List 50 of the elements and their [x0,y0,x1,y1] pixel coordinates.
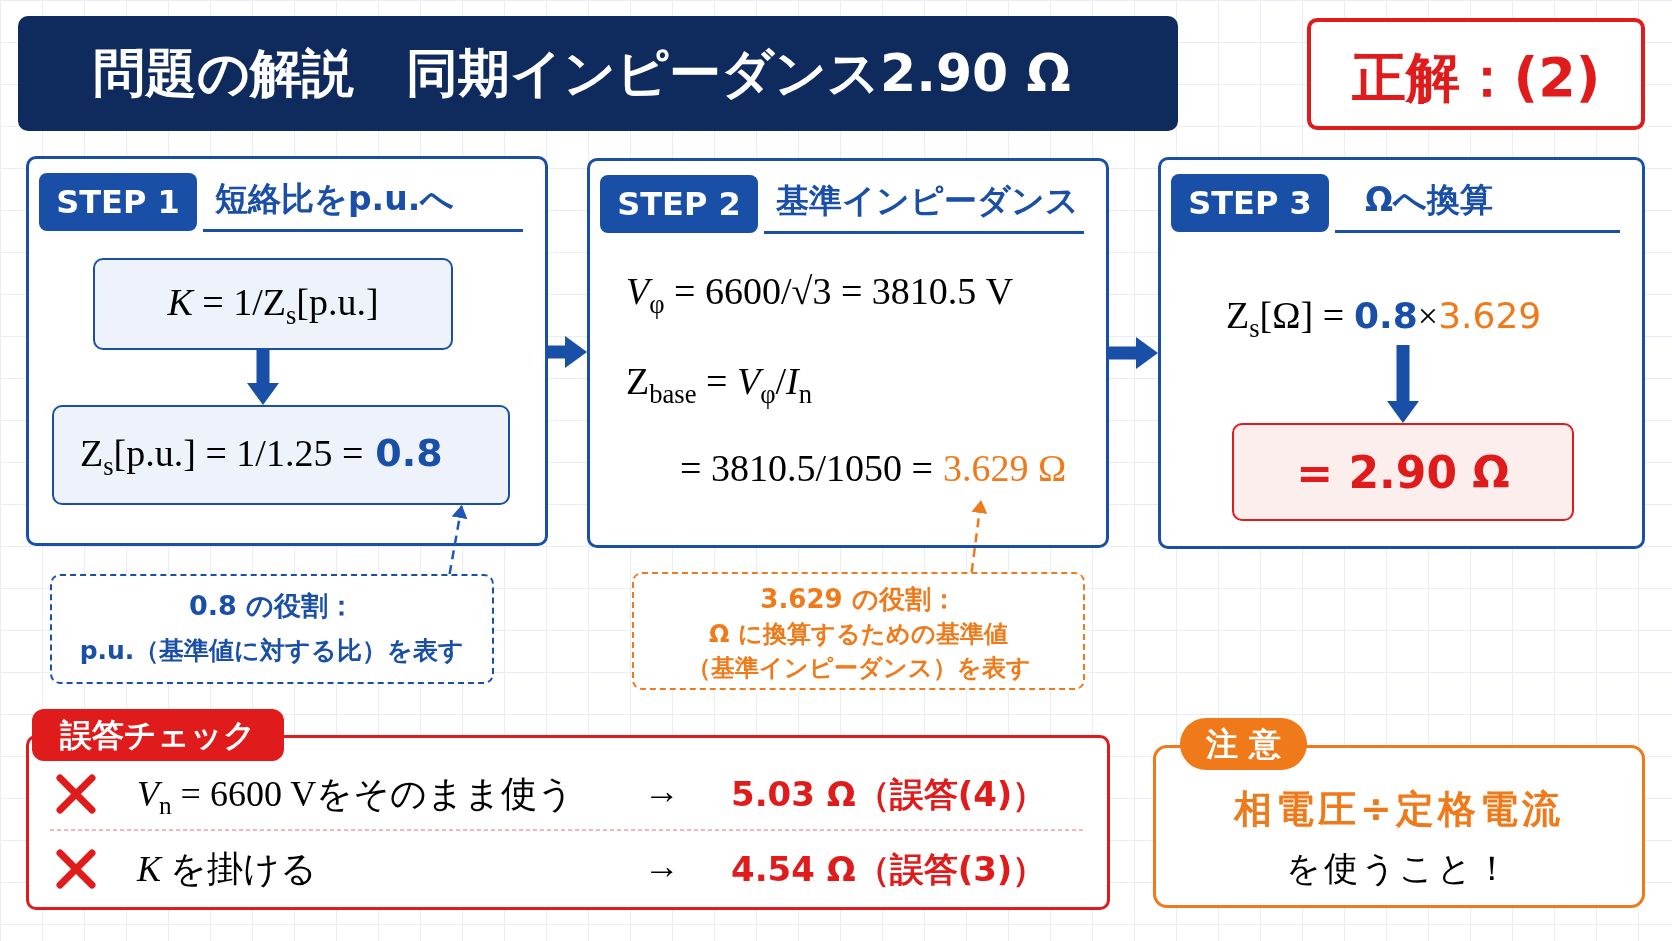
arrow-sign: → [644,770,680,812]
formula: V$_{φ}$ = 6600/√3 = 3810.5 V [626,269,1014,320]
step-badge: STEP 1 [39,173,197,231]
callout-box [50,574,494,684]
panel-tab: 誤答チェック [32,709,284,761]
result-value: 0.8 [375,431,443,475]
wrong-answer: 4.54 Ω（誤答(3)） [731,848,1047,891]
result-value: 3.629 Ω [942,446,1067,490]
leader-line [970,499,988,573]
callout-text: Ω に換算するための基準値 [708,619,1009,650]
formula: K = 1/Z$_{s}$[p.u.] [166,280,380,331]
leader-line [448,504,468,575]
arrow [1109,337,1158,369]
answer-box [1307,18,1645,130]
note-text: 相電圧÷定格電流 [1232,786,1565,833]
note-text: を使うこと！ [1285,847,1513,890]
step-badge: STEP 3 [1171,174,1329,232]
step-badge: STEP 2 [600,175,758,233]
step-panel [26,156,548,546]
callout-heading: 3.629 の役割： [759,583,958,616]
title-bar: 問題の解説 同期インピーダンス2.90 Ω [18,16,1178,131]
step-panel [1158,157,1645,549]
arrow [247,350,279,405]
formula-box [93,258,453,350]
mistake-text: K を掛ける [137,848,317,891]
callout-text: （基準インピーダンス）を表す [685,653,1032,684]
formula: Z$_{s}$[p.u.] = 1/1.25 = [80,431,364,482]
arrow [1387,345,1419,423]
value: 0.8 [1354,295,1418,336]
result-value: = 2.90 Ω [1295,447,1511,498]
callout-text: p.u.（基準値に対する比）を表す [78,635,466,667]
step-heading: 基準インピーダンス [764,179,1084,234]
times-sign: × [1417,295,1439,337]
callout-box [632,572,1085,690]
step-heading: Ωへ換算 [1335,178,1620,233]
step-panel [587,158,1109,548]
arrow [547,336,588,368]
answer-text: 正解：(2) [1350,45,1602,111]
panel-tab: 注 意 [1180,718,1308,770]
formula: Z$_{base}$ = V$_{φ}$/I$_{n}$ [626,359,812,410]
formula-box [52,405,510,505]
formula: = 3810.5/1050 = [680,446,933,490]
result-box [1232,423,1574,521]
callout-heading: 0.8 の役割： [187,589,357,623]
step-heading: 短絡比をp.u.へ [203,177,523,232]
arrow-sign: → [644,845,680,887]
mistake-text: V$_{n}$ = 6600 Vをそのまま使う [137,773,575,821]
value: 3.629 [1438,295,1542,336]
formula: Z$_{s}$[Ω] = [1226,293,1345,344]
wrong-answer: 5.03 Ω（誤答(4)） [731,773,1047,816]
